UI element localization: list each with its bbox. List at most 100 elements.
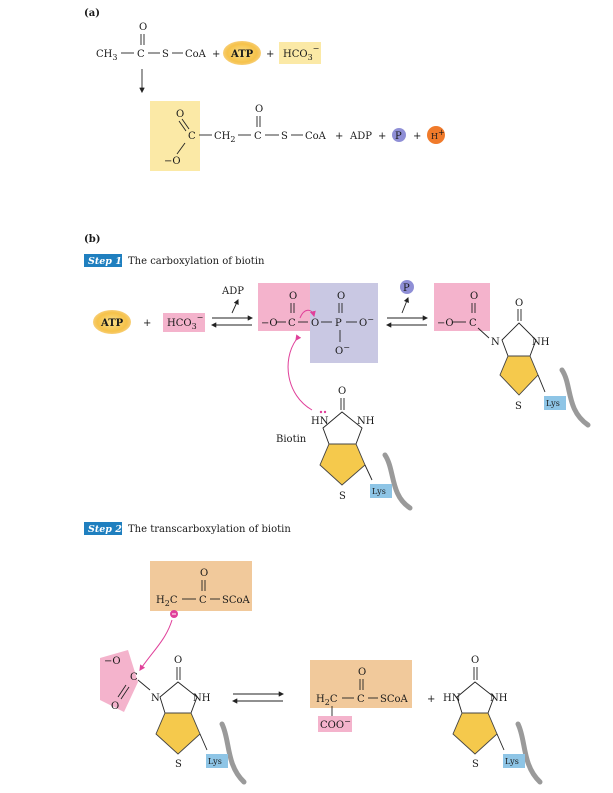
reactant-carbonyl-o: O [139, 22, 147, 33]
biotin-n: N [151, 693, 160, 704]
malonyl-c: C [357, 694, 365, 705]
plus-sign: + [413, 131, 421, 142]
reactant-carbon: C [137, 49, 145, 60]
carboxyl-c: C [130, 672, 138, 683]
step2-tag-text: Step 2 [88, 524, 122, 535]
malonyl-scoa: SCoA [380, 694, 409, 705]
biotin-nh: NH [532, 337, 550, 348]
biotin-s: S [339, 491, 346, 502]
bicarbonate-label: HCO3− [283, 44, 319, 62]
biotin-label: Biotin [276, 434, 307, 445]
phosphate-icon [392, 128, 406, 142]
malonyl-coo: COO− [320, 717, 351, 731]
acetyl-h2c: H2C [156, 595, 178, 608]
carboxyl-box [258, 283, 310, 331]
step1-tag [84, 254, 122, 267]
carboxyl-o: O [289, 291, 297, 302]
panel-b-label: (b) [84, 234, 100, 245]
bicarbonate-box [279, 42, 321, 64]
phosphorus: P [335, 318, 342, 329]
biotin-ring: O HN NH S Lys [311, 386, 413, 511]
phosphate-o-minus: O− [359, 315, 374, 329]
step1-atp: ATP [100, 318, 124, 329]
step1-atp-orb [93, 310, 131, 334]
carboxybiotin-ring: O N NH S Lys [491, 298, 591, 428]
product-coa: CoA [305, 131, 327, 142]
step1-bicarbonate: HCO3− [167, 313, 203, 331]
nucleophilic-attack-arrow [287, 334, 313, 411]
svg-text:O: O [515, 298, 523, 309]
biotin-nh: NH [490, 693, 508, 704]
phosphate-o-minus: O− [335, 343, 350, 357]
carboxyl-o-minus: −O [261, 318, 278, 329]
biotin-nh: NH [357, 416, 375, 427]
reactant-sulfur: S [162, 49, 169, 60]
product-o-minus: −O [164, 156, 181, 167]
biotin-s: S [472, 759, 479, 770]
carboxyl-box [434, 283, 490, 331]
product-ch2: CH2 [214, 131, 235, 144]
carboxylate-box [318, 716, 352, 732]
malonyl-coa-box [310, 660, 412, 708]
lysine-box [370, 484, 392, 498]
carboxyl-o-minus: −O [437, 318, 454, 329]
step2-tag [84, 522, 122, 535]
atp-label: ATP [230, 49, 254, 60]
lysine-box [206, 754, 228, 768]
malonyl-o: O [358, 667, 366, 678]
plus-sign: + [335, 131, 343, 142]
lysine-label: Lys [546, 399, 560, 408]
carboxyl-box [100, 650, 138, 712]
biotin-nh: NH [193, 693, 211, 704]
reactant-coa: CoA [185, 49, 207, 60]
biotin-s: S [175, 759, 182, 770]
biotin-hn: HN [443, 693, 461, 704]
phosphate-label: P [395, 131, 402, 142]
panel-a-label: (a) [84, 8, 100, 19]
atp-orb [223, 41, 261, 65]
svg-text:O: O [471, 655, 479, 666]
carboxyl-box [150, 101, 200, 171]
step1-phosphate: P [403, 283, 410, 294]
lysine-box [544, 396, 566, 410]
plus-sign: + [378, 131, 386, 142]
phosphate-icon [400, 280, 414, 294]
lysine-label: Lys [208, 757, 222, 766]
product-carbonyl-o: O [255, 104, 263, 115]
proton-label: H+ [431, 128, 445, 141]
carboxyl-o: O [470, 291, 478, 302]
step1-bicarbonate-box [163, 313, 205, 332]
product-carboxyl-o: O [176, 109, 184, 120]
acetyl-coa-box [150, 561, 252, 611]
svg-text:O: O [338, 386, 346, 397]
adp-label: ADP [349, 131, 372, 142]
reactant-ch3: CH3 [96, 49, 117, 62]
step1-adp: ADP [221, 286, 244, 297]
product-carboxyl-c: C [188, 131, 196, 142]
biotin-n: N [491, 337, 500, 348]
biotin-hn: HN [311, 416, 329, 427]
acetyl-scoa: SCoA [222, 595, 251, 606]
biotin-ring: O HN NH S Lys [443, 655, 543, 785]
plus-sign: + [212, 49, 220, 60]
lysine-box [503, 754, 525, 768]
carboxybiotin-ring: O N NH S Lys [151, 655, 247, 785]
lysine-label: Lys [372, 487, 386, 496]
plus-sign: + [266, 49, 274, 60]
step1-title: The carboxylation of biotin [128, 256, 265, 267]
svg-text:O: O [174, 655, 182, 666]
plus-sign: + [143, 318, 151, 329]
carboxyl-o-minus: −O [104, 656, 121, 667]
acetyl-o: O [200, 568, 208, 579]
phosphoryl-o: O [337, 291, 345, 302]
carboxyl-o: O [111, 701, 119, 712]
malonyl-h2c: H2C [316, 694, 338, 707]
acetyl-c: C [199, 595, 207, 606]
carboxyl-c: C [469, 318, 477, 329]
product-carbonyl-c: C [254, 131, 262, 142]
proton-icon [427, 126, 445, 144]
product-sulfur: S [281, 131, 288, 142]
plus-sign: + [427, 694, 435, 705]
phosphate-box [310, 283, 378, 363]
